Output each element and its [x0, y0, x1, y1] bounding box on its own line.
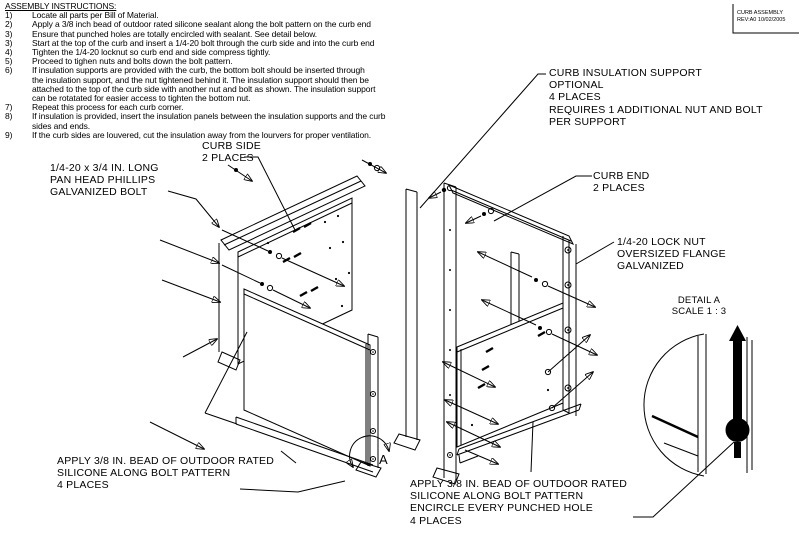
- label-curb-side: CURB SIDE 2 PLACES: [202, 140, 261, 165]
- label-silicone-left: APPLY 3/8 IN. BEAD OF OUTDOOR RATED SILI…: [57, 455, 275, 492]
- instruction-item: 6) If insulation supports are provided w…: [5, 65, 376, 104]
- label-curb-end: CURB END 2 PLACES: [593, 170, 650, 195]
- label-lock-nut: 1/4-20 LOCK NUT OVERSIZED FLANGE GALVANI…: [617, 236, 726, 273]
- label-detail-a: DETAIL A SCALE 1 : 3: [671, 295, 727, 317]
- instruction-item: 1) Locate all parts per Bill of Material…: [5, 10, 159, 21]
- detail-a-callout: [350, 435, 389, 467]
- insulation-support-right: [432, 182, 460, 485]
- bolt-leaders-left: [149, 159, 386, 449]
- left-assembly-view: [149, 159, 389, 478]
- detail-a-marker: A: [379, 452, 388, 467]
- assembly-instructions: ASSEMBLY INSTRUCTIONS: 1) Locate all par…: [5, 1, 545, 140]
- bolt-leaders-right: [443, 207, 597, 464]
- detail-a-view: [633, 325, 753, 518]
- instruction-item: 8) If insulation is provided, insert the…: [5, 111, 386, 131]
- right-assembly-view: [432, 182, 597, 485]
- label-leaders: [239, 73, 615, 493]
- instruction-item: 2) Apply a 3/8 inch bead of outdoor rate…: [5, 19, 371, 30]
- instruction-item: 9) If the curb sides are louvered, cut t…: [5, 129, 371, 140]
- instruction-item: 3) Ensure that punched holes are totally…: [5, 28, 318, 39]
- label-insulation-support: CURB INSULATION SUPPORT OPTIONAL 4 PLACE…: [549, 67, 763, 128]
- title-block-frame: [732, 4, 799, 34]
- label-silicone-right: APPLY 3/8 IN. BEAD OF OUTDOOR RATED SILI…: [410, 478, 628, 527]
- instruction-item: 3) Start at the top of the curb and inse…: [5, 37, 375, 48]
- instructions-title: ASSEMBLY INSTRUCTIONS:: [5, 1, 117, 11]
- label-bolt: 1/4-20 x 3/4 IN. LONG PAN HEAD PHILLIPS …: [50, 162, 159, 199]
- instruction-item: 7) Repeat this process for each curb cor…: [5, 102, 184, 113]
- title-block: CURB ASSEMBLY REV:A0 10/02/2005: [737, 10, 786, 23]
- insulation-support-free: [393, 184, 454, 451]
- instruction-item: 5) Proceed to tighen nuts and bolts down…: [5, 56, 233, 67]
- instruction-item: 4) Tighten the 1/4-20 locknut so curb en…: [5, 47, 271, 58]
